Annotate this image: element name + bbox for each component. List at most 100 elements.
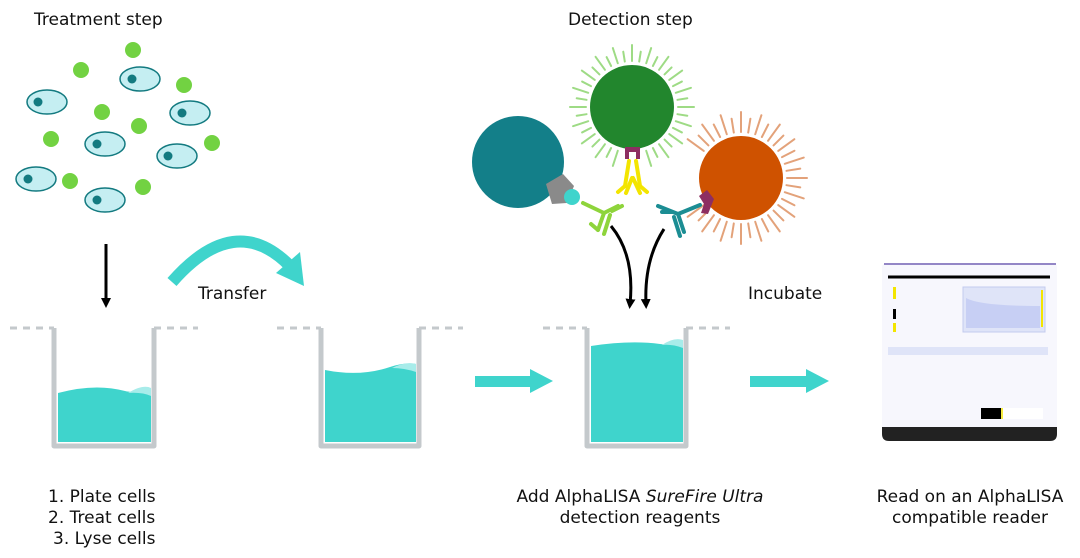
glow-ray: [701, 123, 715, 142]
glow-ray: [645, 47, 653, 65]
detection-caption-italic: SureFire Ultra: [645, 487, 764, 507]
glow-ray: [760, 217, 770, 233]
reader-caption-line2: compatible reader: [891, 508, 1048, 528]
glow-ray: [777, 204, 796, 218]
analyte-dot: [73, 62, 89, 78]
cell: [169, 100, 211, 126]
glow-ray: [594, 143, 606, 159]
glow-ray: [783, 156, 805, 165]
analyte-dot: [62, 173, 78, 189]
analyte-bound: [564, 189, 580, 205]
glow-ray: [611, 47, 619, 65]
cell: [84, 187, 126, 213]
glow-ray: [668, 69, 684, 81]
glow-ray: [754, 114, 763, 136]
cell: [26, 89, 68, 115]
analyte-dot: [43, 131, 59, 147]
purple-linker: [625, 147, 640, 159]
glow-ray: [572, 86, 590, 94]
analyte-dot: [94, 104, 110, 120]
reader-caption-line1: Read on an AlphaLISA: [876, 487, 1064, 507]
glow-ray: [674, 86, 692, 94]
glow-ray: [785, 167, 802, 172]
lime-antibody: [581, 201, 624, 236]
glow-ray: [580, 69, 596, 81]
incubate-label: Incubate: [748, 284, 823, 304]
glow-ray: [747, 117, 752, 134]
glow-ray: [658, 55, 670, 71]
glow-ray: [676, 97, 689, 101]
glow-ray: [719, 114, 728, 136]
glow-ray: [686, 204, 705, 218]
reagent-arrow-right: [640, 228, 666, 309]
glow-ray: [645, 149, 653, 167]
glow-ray: [594, 55, 606, 71]
glow-ray: [611, 149, 619, 167]
donor-bead: [472, 116, 564, 208]
detection-reagents-caption: Add AlphaLISA SureFire Ultra detection r…: [480, 487, 800, 529]
detection-caption-line2: detection reagents: [559, 508, 721, 528]
analyte-dot: [204, 135, 220, 151]
glow-ray: [581, 80, 593, 88]
glow-ray: [668, 133, 684, 145]
well-3: [543, 326, 730, 449]
teal-antibody: [656, 203, 702, 238]
cell-cluster: [15, 42, 220, 213]
yellow-antibody: [616, 159, 649, 195]
glow-ray: [663, 138, 673, 148]
glow-ray: [658, 143, 670, 159]
glow-ray: [772, 209, 785, 222]
reagent-arrow-left: [609, 225, 636, 309]
detection-complex: [472, 44, 808, 309]
glow-ray: [777, 138, 796, 152]
cell: [119, 66, 161, 92]
indicator-light: [893, 323, 896, 332]
glow-ray: [760, 123, 770, 139]
indicator-light: [893, 287, 896, 299]
glow-ray: [719, 220, 728, 242]
detection-caption-prefix: Add AlphaLISA: [516, 487, 646, 507]
indicator-light: [893, 309, 896, 319]
plate-tray: [888, 347, 1048, 355]
glow-ray: [772, 134, 785, 147]
step-plate-cells: 1. Plate cells: [48, 487, 156, 507]
glow-ray: [780, 149, 796, 159]
transfer-label: Transfer: [198, 284, 267, 304]
reader-caption: Read on an AlphaLISA compatible reader: [860, 487, 1080, 529]
glow-ray: [671, 80, 683, 88]
glow-ray: [697, 134, 710, 147]
glow-ray: [730, 222, 735, 239]
glow-ray: [712, 217, 722, 233]
glow-ray: [780, 197, 796, 207]
glow-ray: [605, 146, 613, 158]
plate-reader: [882, 263, 1057, 441]
reader-slot: [981, 408, 1043, 419]
glow-ray: [676, 113, 689, 117]
cell: [156, 143, 198, 169]
glow-ray: [730, 117, 735, 134]
glow-ray: [581, 126, 593, 134]
treatment-steps-list: 1. Plate cells 2. Treat cells 3. Lyse ce…: [48, 487, 156, 550]
glow-ray: [638, 50, 642, 63]
step-treat-cells: 2. Treat cells: [48, 508, 156, 528]
detection-step-label: Detection step: [568, 10, 693, 30]
purple-linker: [699, 190, 714, 214]
glow-ray: [671, 126, 683, 134]
glow-ray: [605, 56, 613, 68]
glow-ray: [674, 120, 692, 128]
glow-ray: [575, 97, 588, 101]
analyte-dot: [131, 118, 147, 134]
glow-ray: [754, 220, 763, 242]
glow-ray: [767, 214, 781, 233]
glow-ray: [785, 184, 802, 189]
right-arrow: [750, 369, 829, 393]
glow-ray: [767, 123, 781, 142]
glow-ray: [651, 56, 659, 68]
acceptor-bead-glow: [569, 44, 695, 167]
acceptor-bead-glow: [686, 111, 808, 245]
glow-ray: [622, 50, 626, 63]
glow-ray: [580, 133, 596, 145]
well-1: [10, 326, 198, 449]
glow-ray: [712, 123, 722, 139]
